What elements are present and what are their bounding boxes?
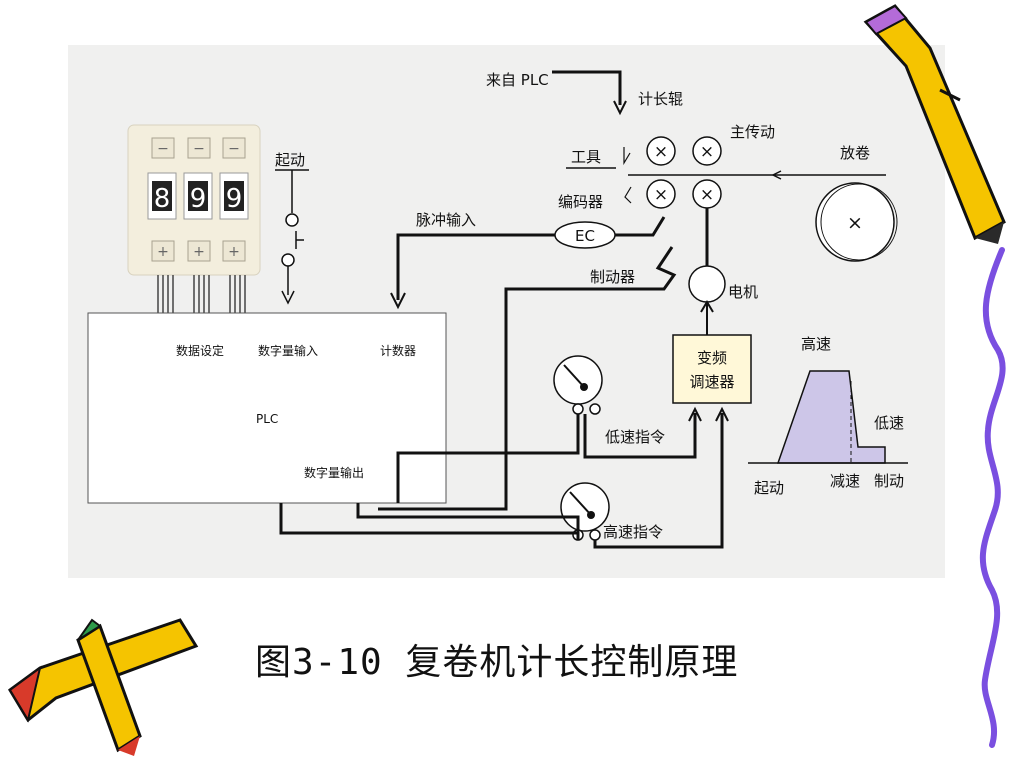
digit-1: 8 — [154, 184, 171, 214]
vfd-box — [672, 334, 752, 404]
main-drive-label: 主传动 — [730, 123, 775, 141]
start-switch-contact-top — [285, 213, 299, 227]
roller-glyph-4: × — [700, 185, 714, 205]
tool-label: 工具 — [571, 148, 601, 166]
minus-glyph-2: − — [193, 141, 205, 157]
digit-2: 9 — [190, 184, 207, 214]
high-speed-cmd-label: 高速指令 — [603, 523, 663, 541]
minus-button-1 — [151, 137, 175, 159]
length-roller-top — [646, 136, 676, 166]
start-switch: 起动 — [275, 151, 309, 305]
minus-glyph-1: − — [157, 141, 169, 157]
motor-circle — [688, 265, 726, 303]
minus-button-2 — [187, 137, 211, 159]
digit-bg-1 — [152, 181, 172, 211]
unwind-reel: 放卷 × — [815, 144, 898, 262]
profile-high-label: 高速 — [801, 335, 831, 353]
roller-glyph-1: × — [654, 142, 668, 162]
unwind-reel-glyph: × — [847, 212, 863, 234]
encoder: 编码器 EC — [554, 193, 666, 249]
length-roller-label: 计长辊 — [638, 90, 683, 108]
brake-label: 制动器 — [590, 268, 635, 286]
pulse-input-line: 脉冲输入 — [390, 211, 555, 310]
plus-button-2 — [187, 240, 211, 262]
low-speed-pot: 低速指令 — [396, 355, 702, 503]
low-speed-cmd-label: 低速指令 — [605, 428, 665, 446]
plus-glyph-1: + — [157, 244, 169, 260]
profile-start-label: 起动 — [754, 479, 784, 497]
thumbwheel-plus-buttons: + + + — [151, 240, 246, 262]
from-plc-arrow: 来自 PLC — [486, 70, 627, 116]
ec-label: EC — [575, 227, 595, 245]
diagram-panel: − − − 8 9 9 — [68, 45, 945, 578]
plc-label: PLC — [256, 412, 278, 426]
plc-digital-input-label: 数字量输入 — [258, 343, 318, 358]
speed-profile: 高速 低速 起动 减速 制动 — [748, 335, 908, 497]
thumbwheel-minus-buttons: − − − — [151, 137, 246, 159]
motor: 电机 — [688, 208, 758, 335]
digit-3: 9 — [226, 184, 243, 214]
roller-glyph-2: × — [654, 185, 668, 205]
profile-decel-label: 减速 — [830, 472, 860, 490]
pulse-input-label: 脉冲输入 — [416, 211, 476, 229]
vfd-label-1: 变频 — [697, 349, 727, 367]
length-roller-bottom — [646, 179, 676, 209]
plus-button-1 — [151, 240, 175, 262]
vfd: 变频 调速器 — [672, 334, 752, 404]
from-plc-label: 来自 PLC — [486, 71, 549, 89]
brake: 制动器 — [378, 246, 677, 511]
start-switch-label: 起动 — [275, 151, 305, 169]
drive-roller-top — [692, 136, 722, 166]
encoder-label: 编码器 — [558, 193, 603, 211]
motor-label: 电机 — [728, 283, 758, 301]
figure-caption: 图3-10 复卷机计长控制原理 — [255, 642, 739, 683]
vfd-label-2: 调速器 — [689, 373, 734, 391]
plus-glyph-2: + — [193, 244, 205, 260]
plc-digital-output-label: 数字量输出 — [304, 465, 364, 480]
high-speed-pot: 高速指令 — [279, 406, 729, 549]
plc-rect — [87, 312, 447, 504]
digit-bg-2 — [188, 181, 208, 211]
plc-box: 数据设定 数字量输入 计数器 PLC 数字量输出 — [87, 312, 447, 504]
plc-counter-label: 计数器 — [380, 343, 416, 358]
thumbwheel-switch: − − − 8 9 9 — [127, 124, 261, 313]
thumbwheel-digit-windows: 8 9 9 — [147, 172, 249, 220]
profile-brake-label: 制动 — [874, 472, 904, 490]
minus-glyph-3: − — [228, 141, 240, 157]
plus-button-3 — [222, 240, 246, 262]
plc-data-setting-label: 数据设定 — [176, 343, 224, 358]
profile-low-label: 低速 — [874, 414, 904, 432]
profile-area — [776, 370, 886, 464]
roller-glyph-3: × — [700, 142, 714, 162]
start-switch-contact-bottom — [281, 253, 295, 267]
thumbwheel-wires — [157, 275, 246, 313]
control-diagram: − − − 8 9 9 — [87, 70, 908, 549]
roller-assembly: 计长辊 主传动 工具 × × × × — [566, 90, 886, 209]
unwind-label: 放卷 — [840, 144, 870, 162]
minus-button-3 — [222, 137, 246, 159]
digit-bg-3 — [224, 181, 244, 211]
plus-glyph-3: + — [228, 244, 240, 260]
